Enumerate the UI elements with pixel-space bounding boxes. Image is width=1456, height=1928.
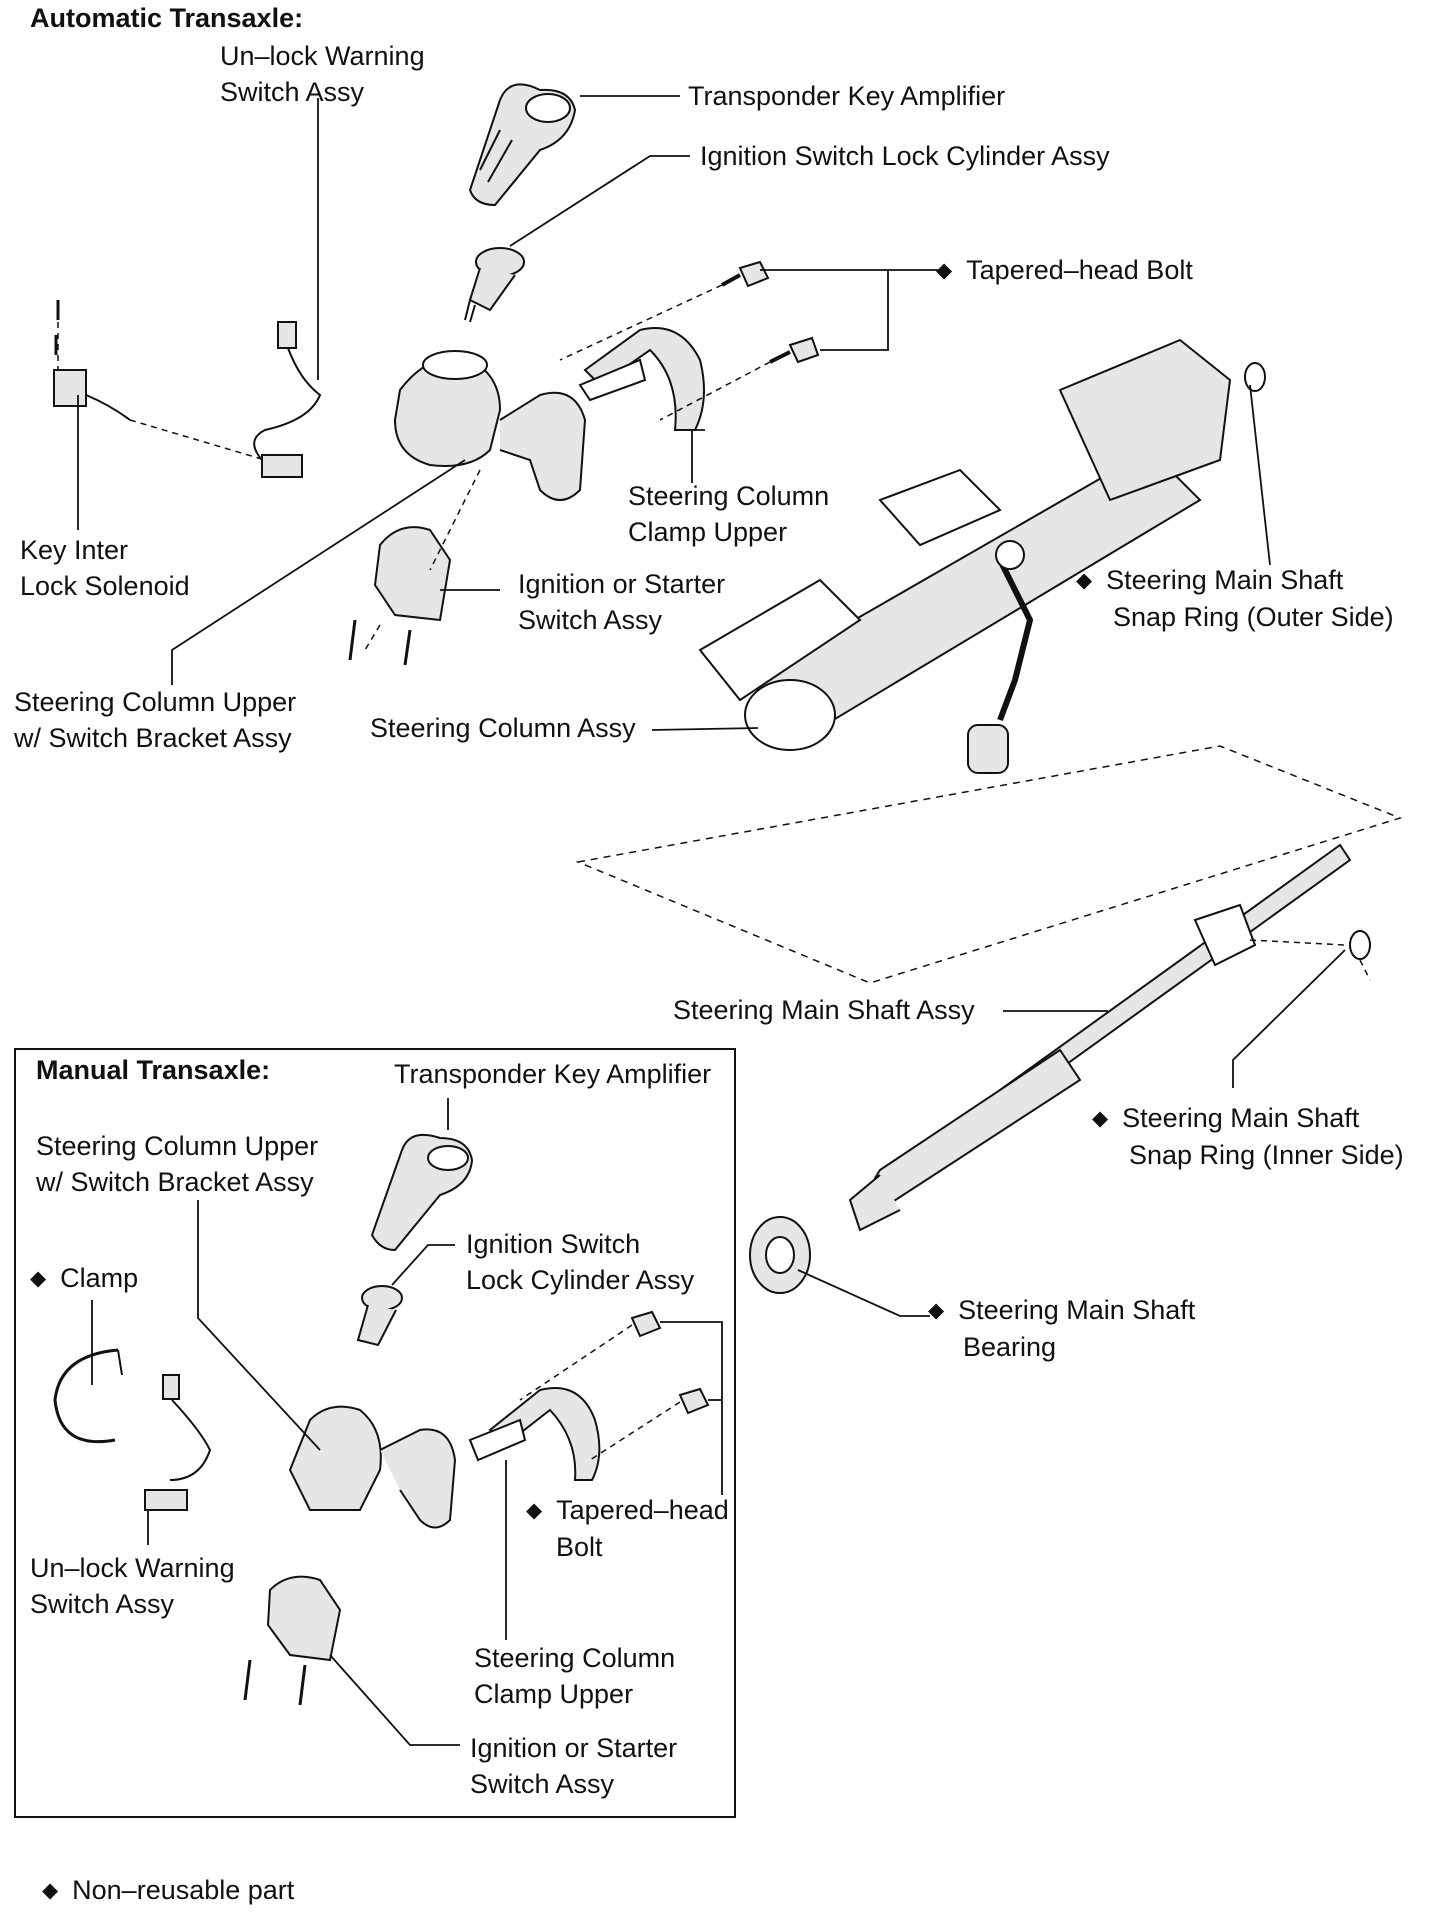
ignition-starter-switch-part (348, 526, 452, 666)
manual-transponder-label: Transponder Key Amplifier (394, 1059, 712, 1089)
manual-tapered-bolt-label: ◆Tapered–head Bolt (526, 1495, 729, 1562)
auto-tapered-bolt-label: ◆Tapered–head Bolt (936, 255, 1193, 285)
key-interlock-solenoid-part (53, 300, 131, 421)
snap-ring-outer-part (1244, 362, 1266, 392)
manual-clamp-upper-label: Steering Column Clamp Upper (474, 1643, 676, 1709)
switch-bracket-part (393, 350, 587, 501)
manual-ignition-starter-label: Ignition or Starter Switch Assy (470, 1733, 678, 1799)
non-reusable-marker-icon: ◆ (1076, 569, 1093, 592)
non-reusable-marker-icon: ◆ (936, 259, 953, 282)
steering-column-assy-part (698, 338, 1232, 774)
manual-lock-cylinder-label: Ignition Switch Lock Cylinder Assy (466, 1229, 695, 1295)
manual-transaxle-inset (14, 1048, 736, 1818)
manual-unlock-warning-part (144, 1374, 212, 1511)
manual-column-upper-label: Steering Column Upper w/ Switch Bracket … (36, 1131, 319, 1197)
manual-transponder-part (370, 1134, 474, 1252)
non-reusable-marker-icon: ◆ (526, 1499, 543, 1522)
auto-main-shaft-label: Steering Main Shaft Assy (673, 995, 975, 1025)
steering-main-shaft-part (848, 843, 1352, 1232)
non-reusable-marker-icon: ◆ (928, 1299, 945, 1322)
manual-clamp-upper-part (468, 1387, 601, 1481)
manual-leader-lines (91, 1098, 723, 1746)
manual-assembly-guides (519, 1324, 681, 1461)
tapered-bolt-parts (721, 260, 820, 364)
auto-column-upper-label: Steering Column Upper w/ Switch Bracket … (14, 687, 297, 753)
lock-cylinder-part (464, 247, 525, 323)
auto-key-interlock-label: Key Inter Lock Solenoid (20, 535, 190, 601)
auto-column-assy-label: Steering Column Assy (370, 713, 636, 743)
unlock-warning-switch-part (253, 321, 322, 478)
automatic-assembly-guides (57, 284, 1371, 981)
manual-tapered-bolt-parts (630, 1310, 710, 1415)
footnote-non-reusable: ◆Non–reusable part (42, 1875, 295, 1905)
auto-snap-ring-outer-label: ◆Steering Main Shaft Snap Ring (Outer Si… (1076, 565, 1394, 632)
manual-clamp-label: ◆Clamp (30, 1263, 139, 1293)
automatic-leader-lines (77, 95, 1346, 1317)
auto-snap-ring-inner-label: ◆Steering Main Shaft Snap Ring (Inner Si… (1092, 1103, 1404, 1170)
snap-ring-inner-part (1349, 930, 1371, 960)
non-reusable-marker-icon: ◆ (1092, 1107, 1109, 1130)
manual-ignition-starter-part (243, 1575, 342, 1706)
manual-lock-cylinder-part (356, 1285, 403, 1347)
non-reusable-marker-icon: ◆ (42, 1879, 59, 1902)
auto-clamp-upper-label: Steering Column Clamp Upper (628, 481, 830, 547)
automatic-heading: Automatic Transaxle: (30, 3, 304, 33)
auto-ignition-starter-label: Ignition or Starter Switch Assy (518, 569, 726, 635)
manual-switch-bracket-part (288, 1405, 457, 1529)
shaft-placement-outline (575, 745, 1403, 984)
manual-unlock-warning-label: Un–lock Warning Switch Assy (30, 1553, 235, 1619)
auto-transponder-label: Transponder Key Amplifier (688, 81, 1006, 111)
transponder-key-amplifier-part (468, 83, 577, 207)
auto-unlock-warning-label: Un–lock Warning Switch Assy (220, 41, 425, 107)
auto-lock-cylinder-label: Ignition Switch Lock Cylinder Assy (700, 141, 1110, 171)
steering-main-shaft-bearing-part (749, 1216, 811, 1294)
manual-clamp-part (53, 1348, 123, 1444)
non-reusable-marker-icon: ◆ (30, 1267, 47, 1290)
clamp-upper-part (578, 327, 705, 431)
manual-heading: Manual Transaxle: (36, 1055, 271, 1085)
auto-bearing-label: ◆Steering Main Shaft Bearing (928, 1295, 1196, 1362)
